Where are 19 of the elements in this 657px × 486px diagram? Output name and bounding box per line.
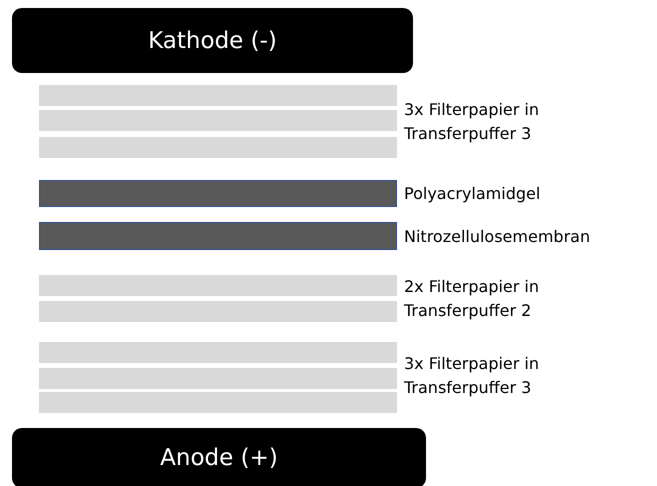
layer-label: 2x Filterpapier in Transferpuffer 2 [404, 276, 540, 322]
filter-paper-layer [39, 301, 397, 322]
electrode-label: Kathode (-) [148, 28, 277, 54]
node-box [12, 8, 413, 73]
node-box [12, 428, 426, 486]
filter-paper-layer [39, 368, 397, 389]
filter-paper-layer [39, 342, 397, 363]
filter-paper-layer [39, 137, 397, 158]
layer-label: Polyacrylamidgel [404, 183, 540, 205]
filter-paper-layer [39, 110, 397, 131]
filter-paper-layer [39, 85, 397, 106]
electrode-label: Anode (+) [160, 445, 278, 471]
filter-paper-layer [39, 275, 397, 296]
membrane-layer [39, 222, 397, 250]
layer-label: 3x Filterpapier in Transferpuffer 3 [404, 353, 540, 399]
filter-paper-layer [39, 392, 397, 413]
layer-label: Nitrozellulosemembran [404, 226, 590, 248]
layer-label: 3x Filterpapier in Transferpuffer 3 [404, 99, 540, 145]
gel-layer [39, 180, 397, 207]
